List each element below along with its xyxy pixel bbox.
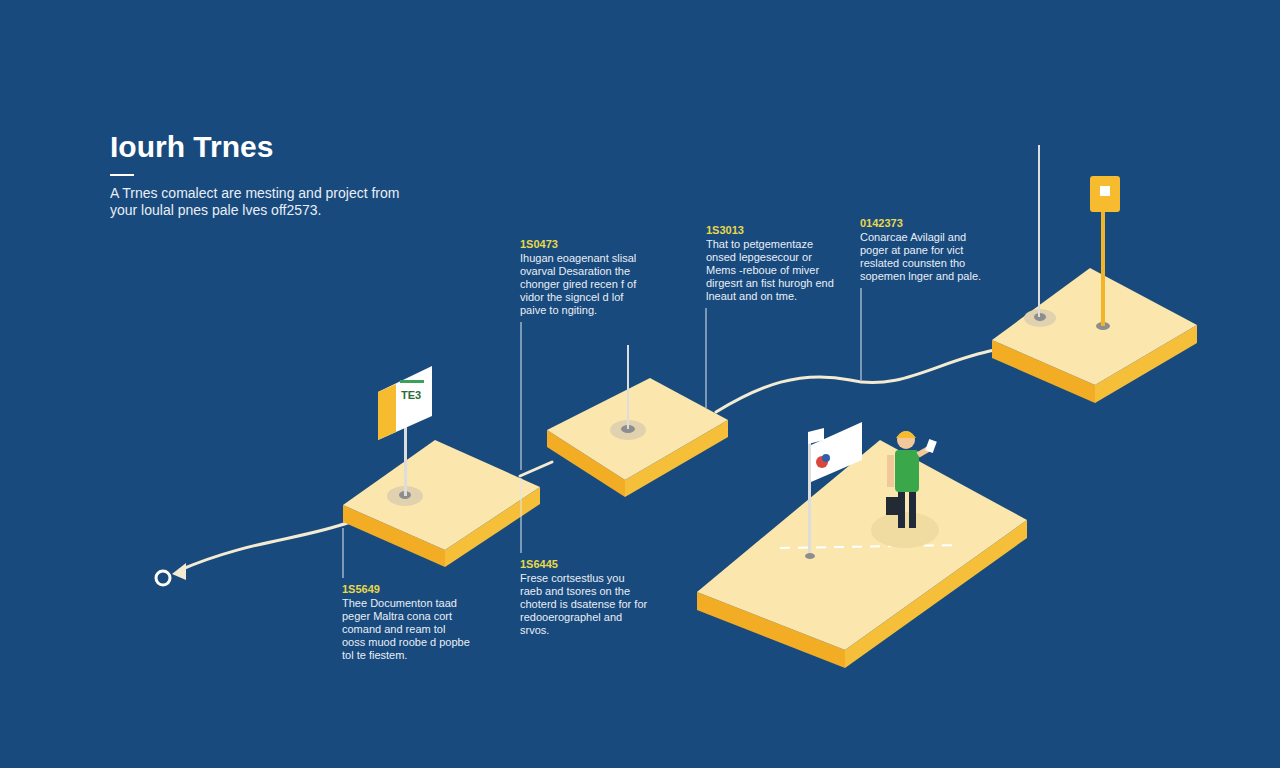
start-circle — [156, 571, 170, 585]
leader-line — [706, 308, 707, 408]
callout-number: 1S5649 — [342, 583, 380, 595]
diagram-title: Iourh Trnes — [110, 130, 273, 164]
callout-text: Conarcae Avilagil and poger at pane for … — [860, 231, 988, 283]
callout-number: 1S0473 — [520, 238, 558, 250]
leader-line — [521, 478, 522, 553]
callout-text: Thee Documenton taad peger Maltra cona c… — [342, 597, 470, 662]
platform — [992, 268, 1197, 403]
flag-label: TE3 — [401, 389, 421, 401]
platform — [547, 378, 728, 497]
callout-text: That to petgementaze onsed lepgesecour o… — [706, 238, 834, 303]
leader-line — [521, 322, 522, 470]
flag — [805, 422, 862, 559]
title-rule — [110, 174, 134, 176]
person-figure — [871, 431, 939, 548]
callout-number: 0142373 — [860, 217, 903, 229]
callout-number: 1S3013 — [706, 224, 744, 236]
callout-number: 1S6445 — [520, 558, 558, 570]
leader-line — [861, 288, 862, 380]
pole — [610, 145, 1120, 440]
leader-line — [343, 528, 344, 578]
diagram-caption: A Trnes comalect are mesting and project… — [110, 185, 410, 219]
path-arrowhead — [172, 563, 186, 580]
platform — [697, 440, 1027, 668]
callout-text: Ihugan eoagenant slisal ovarval Desarati… — [520, 252, 648, 317]
platform — [343, 440, 540, 567]
flag — [378, 366, 432, 506]
callout-text: Frese cortsestlus you raeb and tsores on… — [520, 572, 648, 637]
